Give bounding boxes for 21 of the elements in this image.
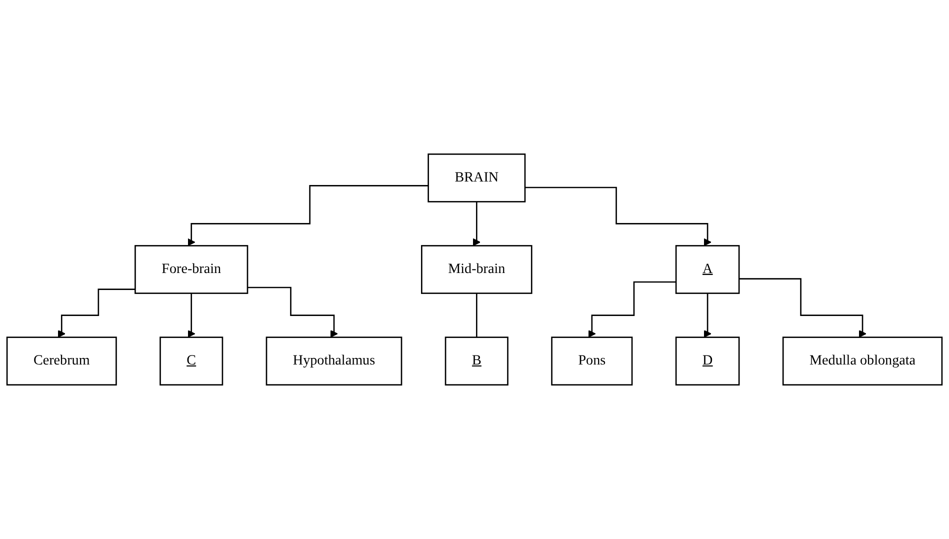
arrow	[248, 286, 338, 338]
node-box: Mid-brain	[421, 245, 532, 294]
connector	[476, 292, 478, 338]
node-box: Cerebrum	[6, 336, 117, 386]
arrow	[739, 278, 866, 338]
arrow	[524, 186, 712, 246]
node-box: BRAIN	[428, 154, 526, 202]
arrow	[58, 288, 136, 338]
node-box: A	[675, 245, 740, 294]
node-box: D	[675, 336, 740, 386]
arrow	[704, 292, 712, 338]
arrow	[472, 201, 481, 246]
arrow	[187, 185, 428, 246]
arrow	[187, 292, 196, 338]
node-box: Fore-brain	[134, 245, 248, 294]
arrow	[588, 281, 676, 338]
node-box: B	[444, 336, 508, 386]
node-box: C	[160, 336, 224, 386]
node-box: Hypothalamus	[266, 336, 402, 386]
node-box: Pons	[551, 336, 633, 386]
node-box: Medulla oblongata	[782, 336, 943, 386]
